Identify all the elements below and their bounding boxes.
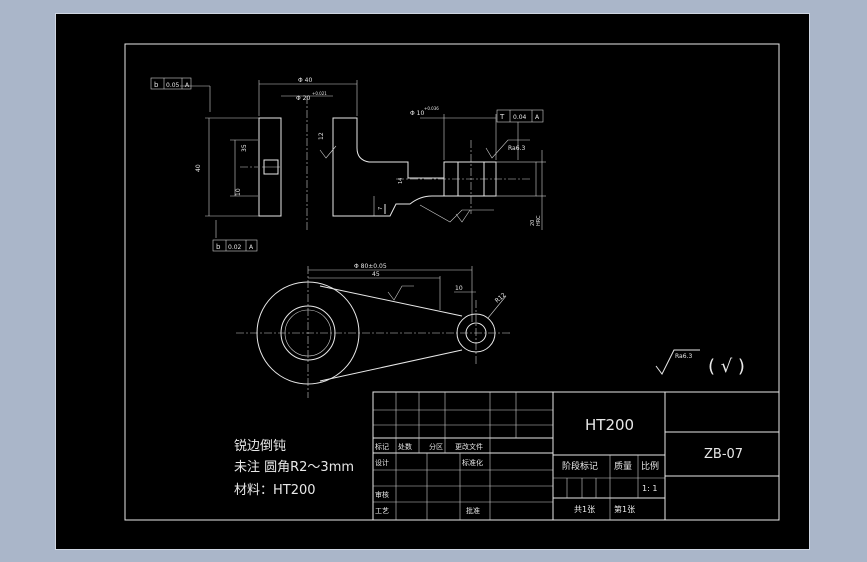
dim-w-base: 12 <box>318 132 325 140</box>
note-3: 材料：HT200 <box>234 483 316 498</box>
dim-len-10: 10 <box>455 285 463 292</box>
section-view <box>180 80 546 238</box>
side-label-a: 20 <box>530 220 536 226</box>
tb-approve: 批准 <box>466 506 480 515</box>
tb-review: 审核 <box>375 490 389 499</box>
tb-zone: 分区 <box>429 442 443 451</box>
tb-scale: 1: 1 <box>642 484 657 493</box>
tb-weight: 质量 <box>614 460 632 472</box>
dim-h-mid: 35 <box>241 144 248 152</box>
tb-design: 设计 <box>375 458 389 467</box>
tb-mark: 标记 <box>375 442 389 451</box>
dim-bore-tol: +0.021 <box>312 91 327 96</box>
dim-w-step: 7 <box>378 207 384 210</box>
tol-top-left-sym: b <box>154 81 159 89</box>
tol-bottom-left-sym: b <box>216 243 221 251</box>
note-1: 锐边倒钝 <box>234 439 286 454</box>
tol-right-val: 0.04 <box>513 114 527 121</box>
tb-standardize: 标准化 <box>462 458 483 467</box>
tol-right-sym: T <box>499 113 505 121</box>
top-view: Φ 80±0.05 45 10 R12 <box>236 263 512 398</box>
tol-frame-bottom-left <box>212 239 258 252</box>
dim-len-45: 45 <box>372 271 380 278</box>
ra-paren: ( √ ) <box>708 356 745 377</box>
tol-top-left-val: 0.05 <box>166 82 180 89</box>
tb-stage-mark: 阶段标记 <box>562 460 598 472</box>
dim-small-d: Φ 10 <box>410 110 424 117</box>
ra-general: Ra6.3 <box>675 353 692 360</box>
note-2: 未注 圆角R2～3mm <box>234 460 354 475</box>
side-label-b: HRC <box>536 215 542 226</box>
dim-small-tol: +0.036 <box>424 106 439 111</box>
tol-bottom-left-datum: A <box>249 244 254 251</box>
sheet-frame <box>124 43 780 521</box>
tol-right-datum: A <box>535 114 540 121</box>
tb-process: 工艺 <box>375 507 389 515</box>
tol-top-left-datum: A <box>185 82 190 89</box>
dim-bore-top: Φ 20 <box>296 95 310 102</box>
tb-count: 处数 <box>398 442 412 451</box>
drawing-number: ZB-07 <box>704 447 743 462</box>
section-dim-texts: b 0.05 A b 0.02 A T 0.04 A Φ 40 Φ 20 +0.… <box>150 77 544 252</box>
tb-sheets-total: 共1张 <box>574 505 595 514</box>
dim-outer-top: Φ 40 <box>298 77 312 84</box>
tb-ratio: 比例 <box>641 460 659 472</box>
title-block: HT200 ZB-07 标记 处数 分区 更改文件 设计 标准化 审核 工艺 批… <box>372 391 780 521</box>
tb-sheet-no: 第1张 <box>614 504 635 514</box>
tol-frame-top-left <box>150 77 192 90</box>
drawing-viewport[interactable] <box>55 13 810 550</box>
tb-change-doc: 更改文件 <box>455 442 483 451</box>
material-title: HT200 <box>585 416 634 434</box>
dim-h-small: 10 <box>235 188 242 196</box>
ra-right: Ra6.3 <box>508 145 525 152</box>
surface-symbol-general: Ra6.3 ( √ ) <box>655 349 745 377</box>
dim-w-14: 14 <box>398 178 404 184</box>
tol-bottom-left-val: 0.02 <box>228 244 242 251</box>
technical-notes: 锐边倒钝 未注 圆角R2～3mm 材料：HT200 <box>234 439 354 498</box>
tol-frame-right <box>496 109 544 123</box>
dim-h-left: 40 <box>195 164 202 172</box>
dim-len-top: Φ 80±0.05 <box>354 263 387 270</box>
